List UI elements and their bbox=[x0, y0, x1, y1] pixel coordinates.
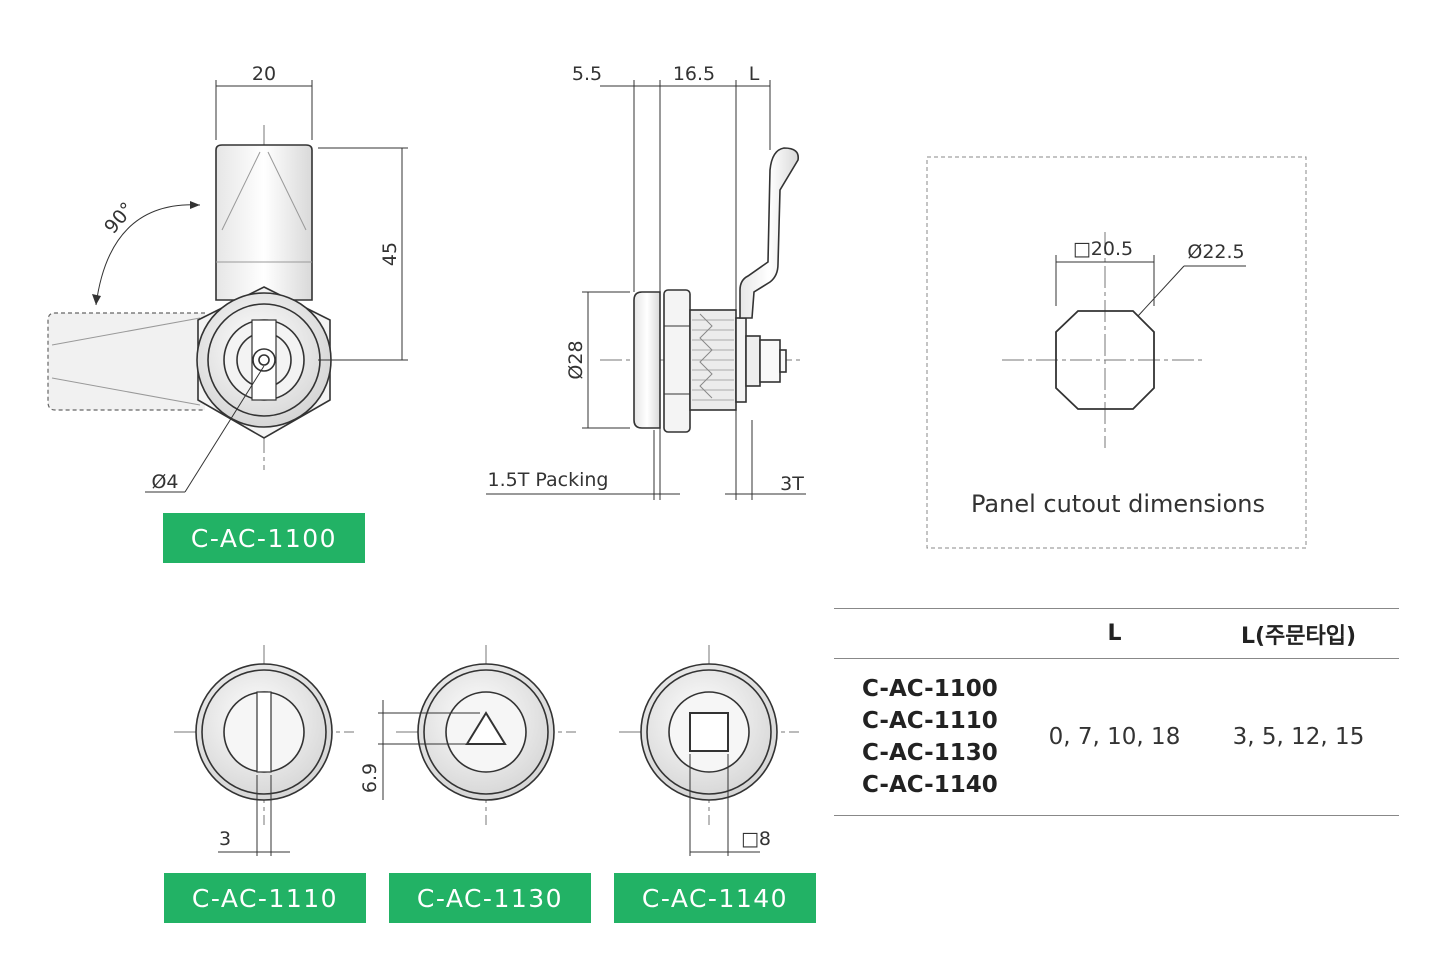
spec-model: C-AC-1100 bbox=[862, 676, 998, 702]
width-dim: 20 bbox=[252, 63, 276, 85]
dim-a: 5.5 bbox=[572, 63, 602, 85]
spec-header-l: L bbox=[1031, 608, 1198, 659]
variant-1110-dim: 3 bbox=[219, 828, 231, 850]
diameter-dim: Ø28 bbox=[565, 340, 587, 379]
model-badge-1130: C-AC-1130 bbox=[389, 873, 591, 923]
front-view bbox=[47, 80, 408, 493]
spec-model-list: C-AC-1100 C-AC-1110 C-AC-1130 C-AC-1140 bbox=[834, 658, 1031, 816]
side-view bbox=[486, 80, 806, 500]
cutout-diameter-dim: Ø22.5 bbox=[1187, 241, 1244, 263]
variant-1140-view bbox=[619, 645, 799, 856]
panel-cutout-caption: Panel cutout dimensions bbox=[971, 490, 1265, 518]
spec-row: C-AC-1100 C-AC-1110 C-AC-1130 C-AC-1140 … bbox=[834, 658, 1399, 816]
variant-1130-view bbox=[378, 645, 576, 825]
square-dim: □20.5 bbox=[1073, 238, 1133, 260]
spec-model: C-AC-1130 bbox=[862, 740, 998, 766]
model-badge-1100: C-AC-1100 bbox=[163, 513, 365, 563]
spec-model: C-AC-1140 bbox=[862, 772, 998, 798]
variant-1140-dim: □8 bbox=[741, 828, 771, 850]
spec-header-l-order: L(주문타입) bbox=[1198, 608, 1399, 659]
angle-dim: 90° bbox=[100, 198, 139, 238]
spec-l-order-values: 3, 5, 12, 15 bbox=[1198, 658, 1399, 816]
model-badge-1140: C-AC-1140 bbox=[614, 873, 816, 923]
spec-header-row: L L(주문타입) bbox=[834, 608, 1399, 659]
variant-1110-view bbox=[174, 645, 354, 856]
thickness-dim: 3T bbox=[780, 473, 804, 495]
spec-header-model bbox=[834, 608, 1031, 659]
packing-label: 1.5T Packing bbox=[488, 469, 609, 491]
variant-1130-dim: 6.9 bbox=[359, 763, 381, 793]
spec-table: L L(주문타입) C-AC-1100 C-AC-1110 C-AC-1130 … bbox=[834, 608, 1399, 816]
spec-model: C-AC-1110 bbox=[862, 708, 998, 734]
dim-b: 16.5 bbox=[673, 63, 715, 85]
dim-c: L bbox=[749, 63, 760, 85]
model-badge-1110: C-AC-1110 bbox=[164, 873, 366, 923]
hole-dim: Ø4 bbox=[151, 471, 178, 493]
height-dim: 45 bbox=[379, 242, 401, 266]
panel-cutout-view bbox=[926, 156, 1307, 549]
spec-l-values: 0, 7, 10, 18 bbox=[1031, 658, 1198, 816]
